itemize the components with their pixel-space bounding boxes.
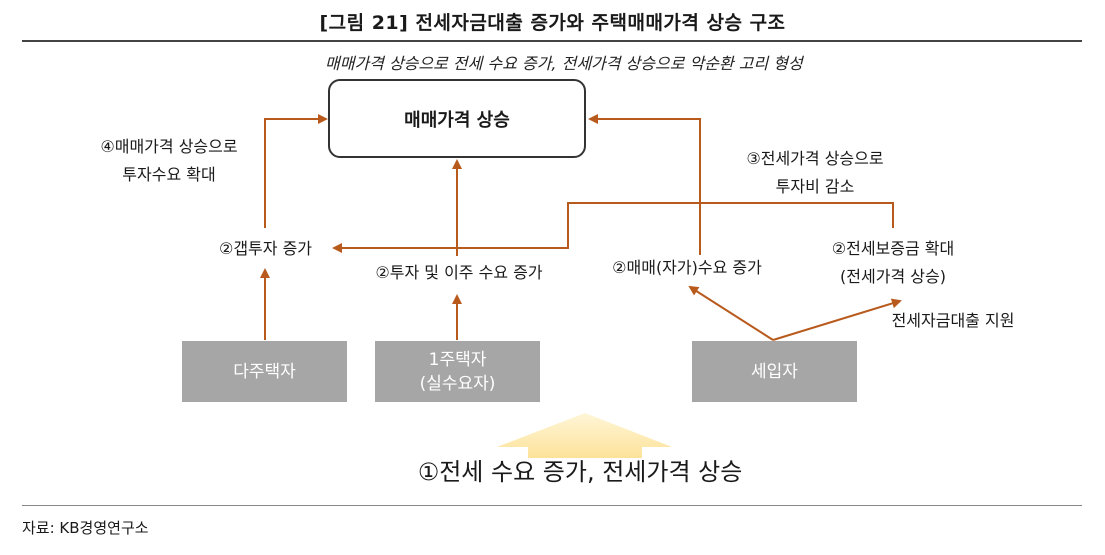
- arrow-buy-to-main: [588, 114, 701, 255]
- label-step3-line1: ③전세가격 상승으로: [746, 149, 884, 168]
- footer-divider: [22, 505, 1082, 506]
- label-step4-line2: 투자수요 확대: [122, 165, 216, 184]
- big-up-arrow: [497, 413, 672, 458]
- label-loan-support: 전세자금대출 지원: [891, 311, 1015, 330]
- arrow-tenant-to-deposit: [772, 298, 902, 341]
- title-divider: [22, 40, 1082, 42]
- label-gap-investment: ②갭투자 증가: [218, 239, 313, 258]
- label-step3-line2: 투자비 감소: [775, 177, 855, 196]
- source-note: 자료: KB경영연구소: [22, 519, 149, 537]
- label-step3: ③전세가격 상승으로 투자비 감소: [724, 145, 906, 201]
- arrow-deposit-to-gap: [332, 202, 894, 253]
- label-invest-move-demand: ②투자 및 이주 수요 증가: [375, 263, 543, 282]
- label-step4-line1: ④매매가격 상승으로: [100, 137, 238, 156]
- box-multi-home-owner: 다주택자: [182, 341, 347, 402]
- diagram-subtitle: 매매가격 상승으로 전세 수요 증가, 전세가격 상승으로 악순환 고리 형성: [325, 54, 803, 73]
- box-tenant-label: 세입자: [751, 361, 798, 382]
- arrow-tenant-to-buy: [688, 285, 774, 341]
- label-deposit-expansion: ②전세보증금 확대 (전세가격 상승): [808, 235, 978, 291]
- label-buy-demand: ②매매(자가)수요 증가: [612, 258, 762, 277]
- label-deposit-line1: ②전세보증금 확대: [831, 239, 955, 258]
- label-deposit-line2: (전세가격 상승): [840, 267, 946, 286]
- box-single-home-owner-line1: 1주택자: [428, 349, 487, 370]
- label-step4: ④매매가격 상승으로 투자수요 확대: [84, 133, 254, 189]
- box-single-home-owner: 1주택자 (실수요자): [375, 341, 540, 402]
- main-box-price-rise: 매매가격 상승: [328, 79, 586, 158]
- box-multi-home-owner-label: 다주택자: [233, 361, 296, 382]
- box-single-home-owner-line2: (실수요자): [419, 373, 496, 394]
- figure-title: [그림 21] 전세자금대출 증가와 주택매매가격 상승 구조: [319, 12, 786, 34]
- arrow-gap-to-main: [264, 114, 328, 228]
- bottom-step1-text: ①전세 수요 증가, 전세가격 상승: [417, 458, 743, 486]
- box-tenant: 세입자: [692, 341, 857, 402]
